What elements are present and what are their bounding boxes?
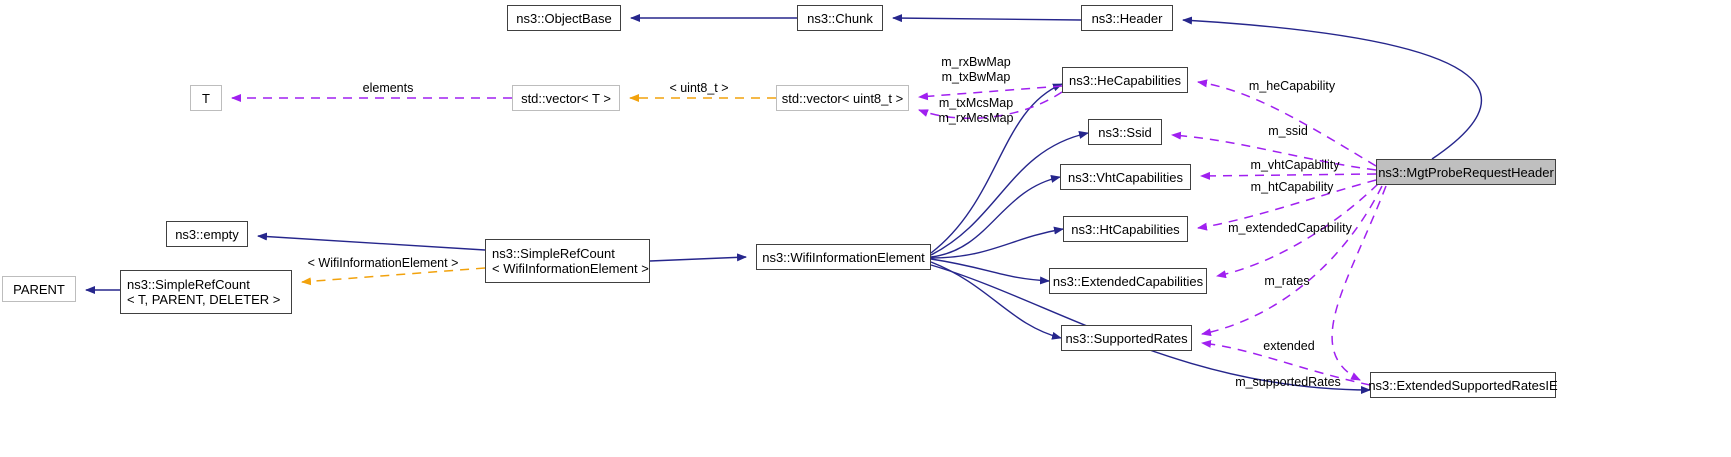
node-supportedrates[interactable]: ns3::SupportedRates [1061, 325, 1192, 351]
node-simplerefcount-parent[interactable]: ns3::SimpleRefCount < T, PARENT, DELETER… [120, 270, 292, 314]
edge-label-elements: elements [363, 81, 414, 95]
edge-label-text: m_ssid [1268, 124, 1308, 138]
edge-label-hecapability: m_heCapability [1249, 79, 1335, 93]
edge-label-ssid: m_ssid [1268, 124, 1308, 138]
node-vector-uint8[interactable]: std::vector< uint8_t > [776, 85, 909, 111]
edge-label-extended: extended [1263, 339, 1314, 353]
edge-label-text: m_htCapability [1250, 180, 1334, 194]
node-label: ns3::empty [175, 226, 239, 242]
node-htcapabilities[interactable]: ns3::HtCapabilities [1063, 216, 1188, 242]
node-empty[interactable]: ns3::empty [166, 221, 248, 247]
edge-label-text: elements [362, 81, 414, 95]
edge-label-text: extended [1263, 339, 1315, 353]
edge-label-text: m_vhtCapability [1250, 158, 1340, 172]
template-edges [301, 94, 776, 286]
node-label: ns3::HtCapabilities [1071, 221, 1180, 237]
edge-label-text: m_rates [1264, 274, 1310, 288]
edge-label-txbwmap: m_txBwMap [942, 70, 1011, 84]
node-label: ns3::SimpleRefCount [127, 277, 250, 292]
node-label-line2: < T, PARENT, DELETER > [127, 292, 281, 307]
edge-label-text: m_rxMcsMap [938, 111, 1014, 125]
node-extendedsupportedratesie[interactable]: ns3::ExtendedSupportedRatesIE [1368, 372, 1558, 398]
node-label: ns3::ObjectBase [516, 10, 612, 26]
edge-label-text: m_txMcsMap [938, 96, 1014, 110]
node-label: ns3::WifiInformationElement [762, 249, 925, 265]
node-label: ns3::ExtendedSupportedRatesIE [1368, 377, 1558, 393]
node-label: PARENT [13, 281, 65, 297]
edge-label-vhtcapability: m_vhtCapability [1251, 158, 1340, 172]
edge-label-rxbwmap: m_rxBwMap [941, 55, 1010, 69]
edge-label-txmcsmap: m_txMcsMap [939, 96, 1013, 110]
node-label: ns3::VhtCapabilities [1068, 169, 1183, 185]
edge-label-rxmcsmap: m_rxMcsMap [938, 111, 1013, 125]
node-label: ns3::Chunk [807, 10, 873, 26]
edge-label-text: m_txBwMap [941, 70, 1011, 84]
edge-label-uint8: < uint8_t > [669, 81, 728, 95]
edge-label-rates: m_rates [1264, 274, 1309, 288]
node-ssid[interactable]: ns3::Ssid [1088, 119, 1162, 145]
node-label: T [202, 90, 210, 106]
node-label: std::vector< uint8_t > [781, 90, 904, 106]
node-wifiinformationelement[interactable]: ns3::WifiInformationElement [756, 244, 931, 270]
node-label: ns3::SimpleRefCount [492, 246, 615, 261]
node-extendedcapabilities[interactable]: ns3::ExtendedCapabilities [1049, 268, 1207, 294]
node-header[interactable]: ns3::Header [1081, 5, 1173, 31]
node-simplerefcount-wifiie[interactable]: ns3::SimpleRefCount < WifiInformationEle… [485, 239, 650, 283]
node-parent[interactable]: PARENT [2, 276, 76, 302]
node-label: ns3::ExtendedCapabilities [1052, 273, 1204, 289]
edge-label-text: < WifiInformationElement > [307, 256, 459, 270]
edge-label-supportedrates: m_supportedRates [1235, 375, 1341, 389]
usage-edges [231, 79, 1387, 386]
edge-label-htcapability: m_htCapability [1251, 180, 1334, 194]
inheritance-edges [85, 14, 1483, 394]
node-label: ns3::Ssid [1098, 124, 1152, 140]
edge-label-text: m_extendedCapability [1228, 221, 1352, 235]
node-objectbase[interactable]: ns3::ObjectBase [507, 5, 621, 31]
node-label: ns3::HeCapabilities [1069, 72, 1182, 88]
node-t[interactable]: T [190, 85, 222, 111]
node-chunk[interactable]: ns3::Chunk [797, 5, 883, 31]
node-hecapabilities[interactable]: ns3::HeCapabilities [1062, 67, 1188, 93]
node-label: ns3::MgtProbeRequestHeader [1378, 164, 1554, 180]
node-label: ns3::Header [1091, 10, 1163, 26]
edge-label-wifiinformationelement-template: < WifiInformationElement > [308, 256, 459, 270]
node-vhtcapabilities[interactable]: ns3::VhtCapabilities [1060, 164, 1191, 190]
edge-label-text: m_supportedRates [1235, 375, 1341, 389]
edge-label-text: m_heCapability [1248, 79, 1336, 93]
node-mgtproberequestheader[interactable]: ns3::MgtProbeRequestHeader [1376, 159, 1556, 185]
node-label: std::vector< T > [521, 90, 611, 106]
edge-label-extendedcapability: m_extendedCapability [1228, 221, 1352, 235]
node-label: ns3::SupportedRates [1065, 330, 1188, 346]
edge-label-text: < uint8_t > [669, 81, 729, 95]
node-vector-t[interactable]: std::vector< T > [512, 85, 620, 111]
edge-label-text: m_rxBwMap [941, 55, 1011, 69]
node-label-line2: < WifiInformationElement > [492, 261, 649, 276]
